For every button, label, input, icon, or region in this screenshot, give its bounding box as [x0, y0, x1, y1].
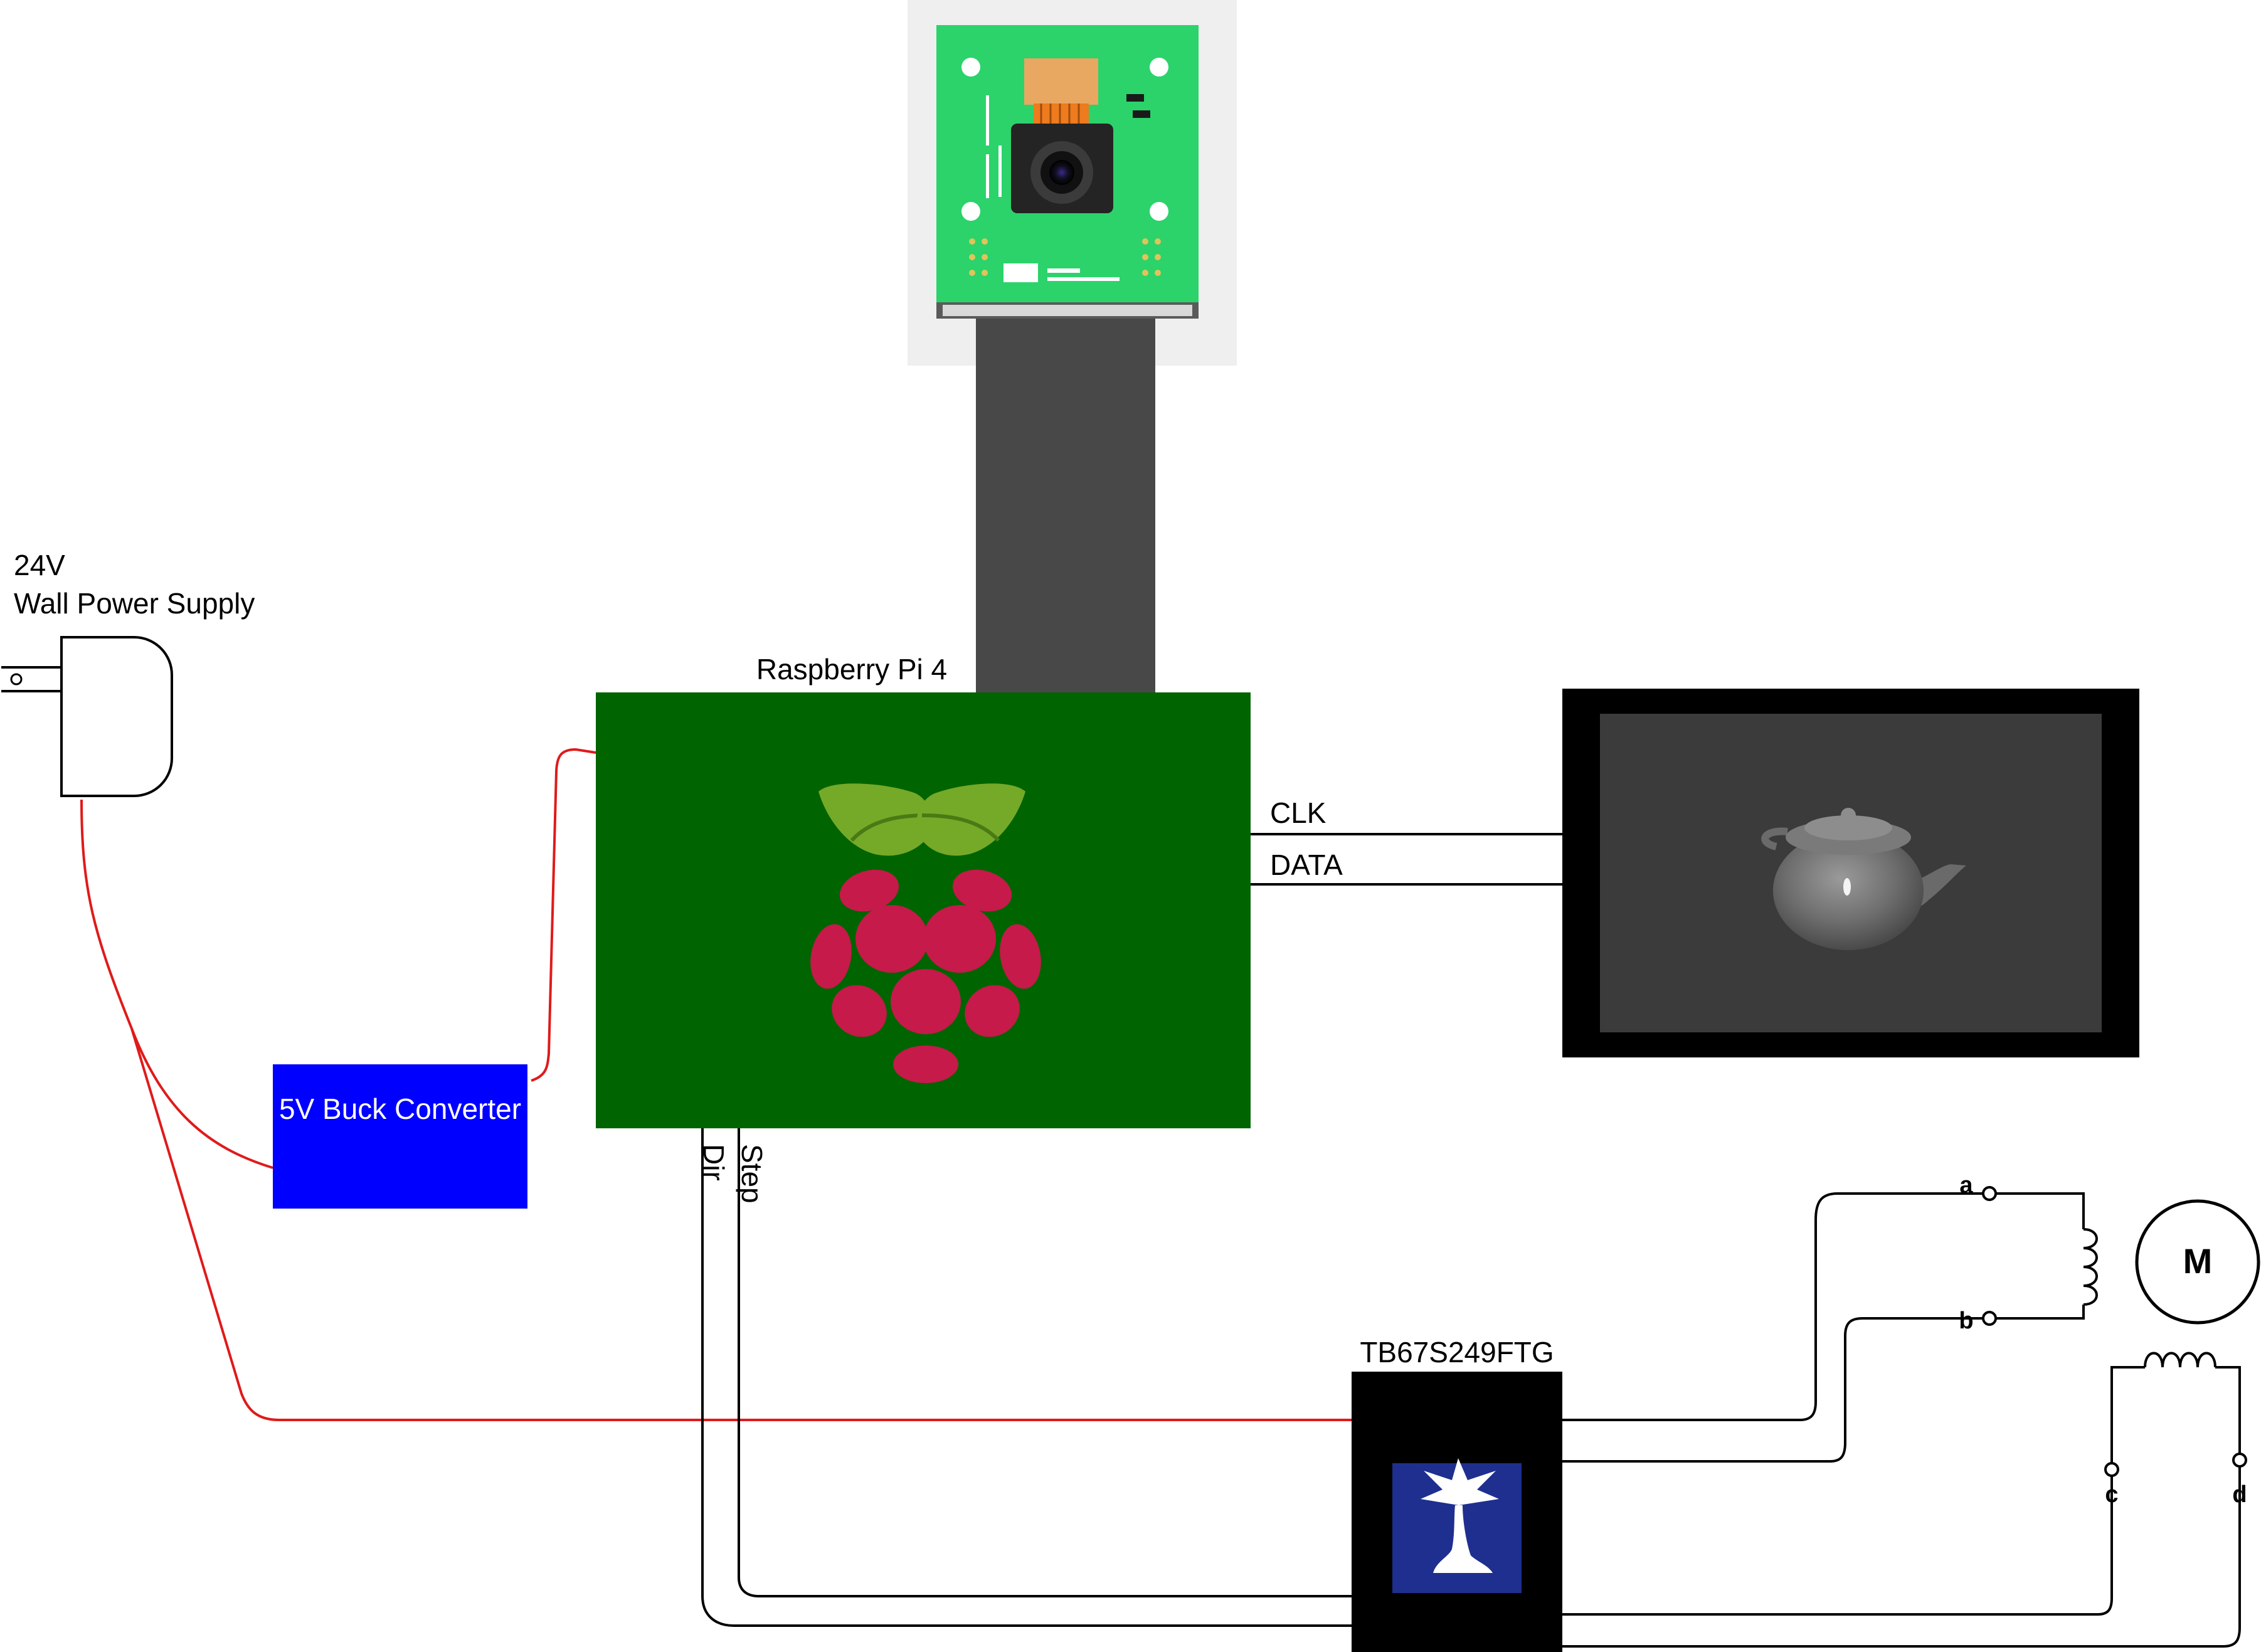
camera-ribbon-cable [976, 319, 1155, 692]
terminal-c-label: c [2105, 1481, 2118, 1508]
terminal-a [1982, 1186, 1997, 1201]
terminal-b [1982, 1311, 1997, 1326]
terminal-a-label: a [1959, 1172, 1973, 1199]
terminal-d [2232, 1453, 2247, 1468]
wall-plug-icon [1, 636, 173, 797]
terminal-d-label: d [2232, 1481, 2247, 1508]
display-signal-wires [1251, 833, 1562, 886]
motor-label: M [2183, 1241, 2213, 1281]
raspberry-pi-logo-icon [810, 783, 1041, 1083]
power-wires [80, 748, 1352, 1421]
step-label: Step [736, 1144, 768, 1204]
power-supply-name-label: Wall Power Supply [14, 587, 255, 620]
buck-converter-label: 5V Buck Converter [279, 1093, 521, 1125]
motor-coil-icon [1989, 1192, 2260, 1465]
palm-tree-logo-icon [1392, 1458, 1522, 1593]
raspberry-pi-label: Raspberry Pi 4 [756, 653, 947, 686]
terminal-b-label: b [1959, 1308, 1973, 1334]
dir-step-wires [701, 1128, 1352, 1627]
motor-phase-wires [1562, 1192, 2241, 1648]
data-label: DATA [1270, 849, 1343, 881]
teapot-render-icon [1761, 808, 1966, 950]
camera-module-icon [908, 0, 1237, 366]
clk-label: CLK [1270, 797, 1326, 829]
dir-label: Dir [697, 1144, 730, 1181]
stepper-driver-label: TB67S249FTG [1360, 1336, 1554, 1369]
buck-converter [273, 1064, 527, 1209]
power-supply-voltage-label: 24V [14, 549, 65, 581]
terminal-c [2104, 1462, 2119, 1477]
motor-terminals [1982, 1186, 2247, 1477]
